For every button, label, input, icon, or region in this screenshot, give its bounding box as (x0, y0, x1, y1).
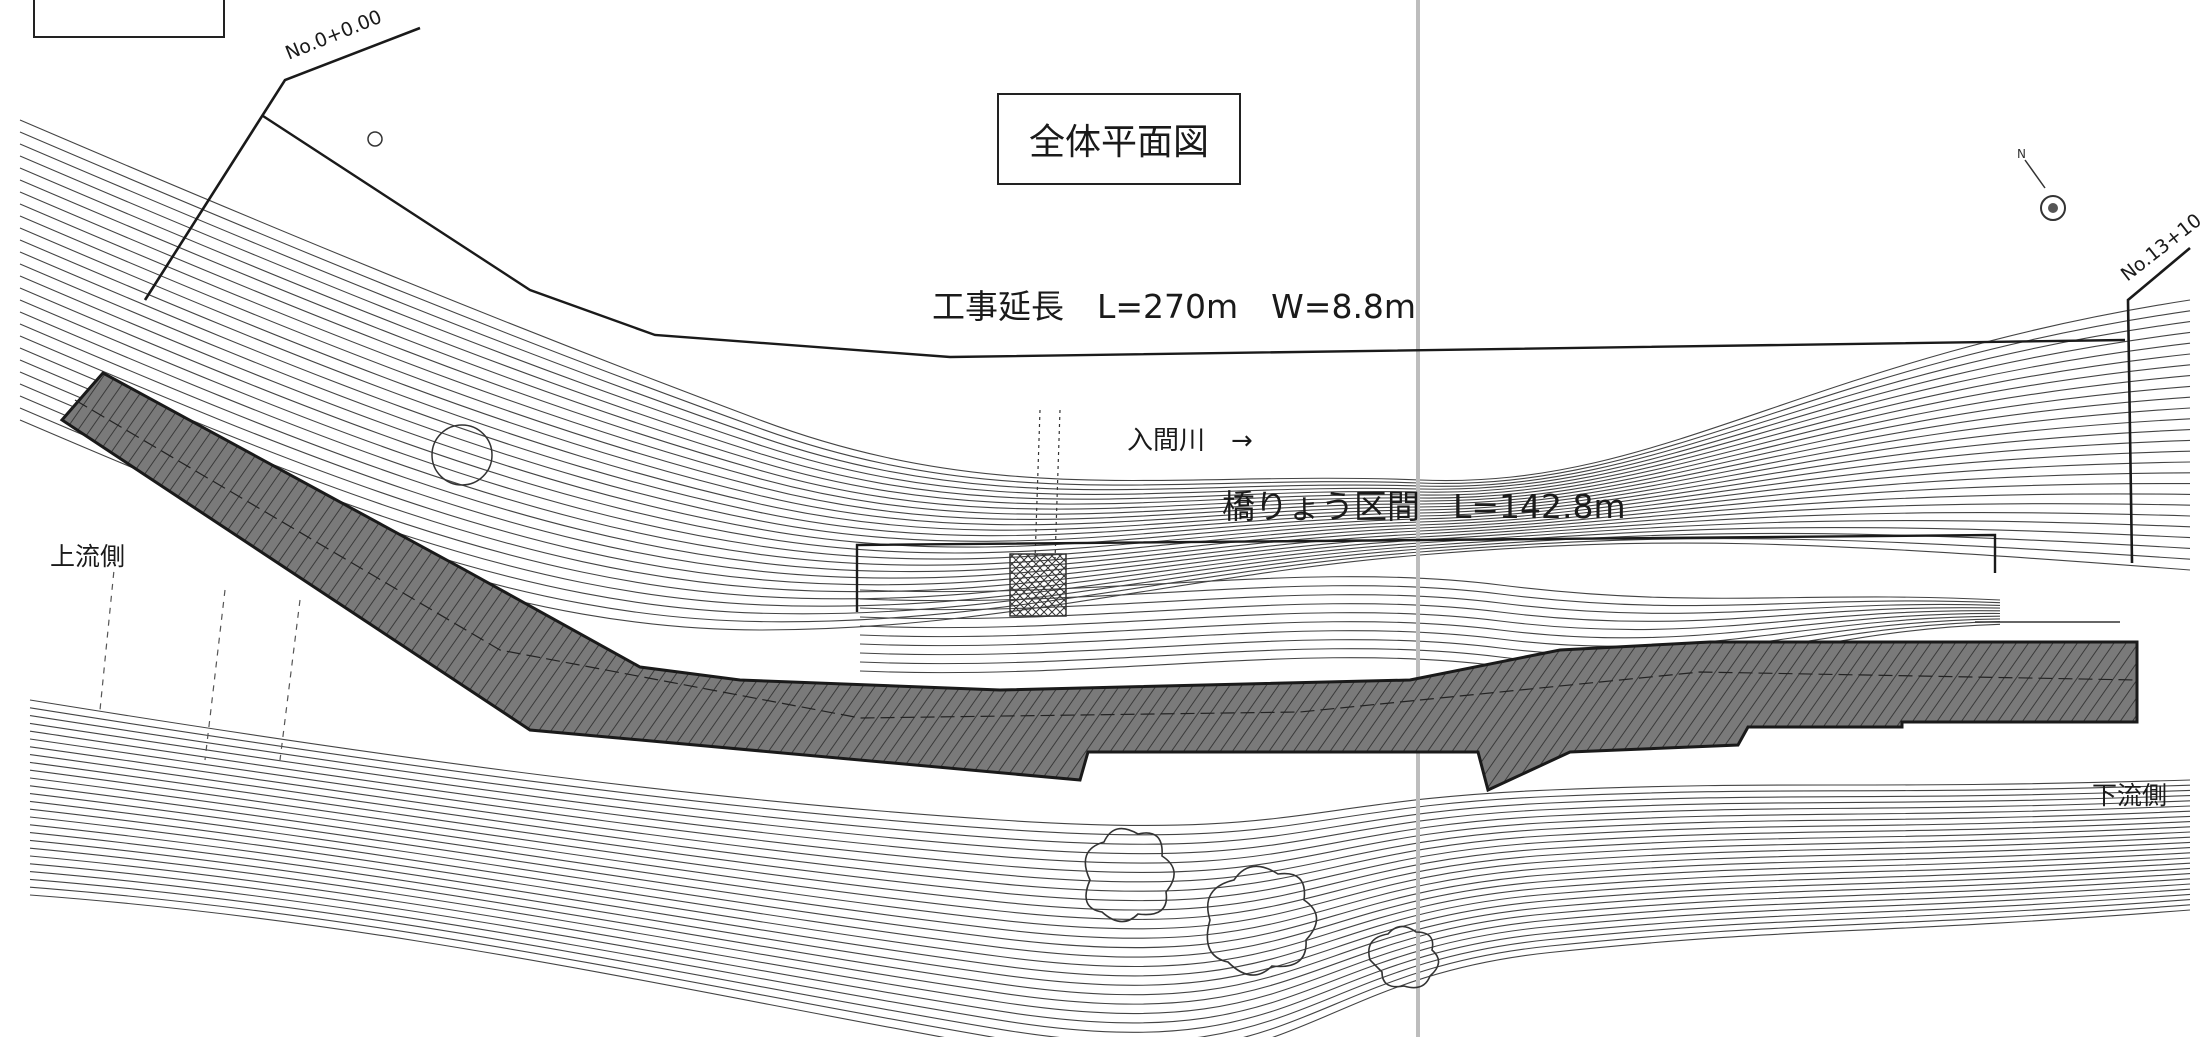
contour-line-upper (19, 179, 2191, 505)
contour-line-lower (29, 871, 2191, 1033)
contour-line-lower (29, 730, 2191, 864)
contour-line-upper (19, 323, 2191, 573)
contour-line-lower (29, 832, 2191, 986)
contour-line-upper (19, 371, 2191, 600)
survey-markers (367, 131, 493, 486)
contour-line-upper (19, 239, 2191, 531)
contour-line-riverbed (859, 610, 2001, 631)
contour-line-riverbed (859, 612, 2001, 639)
abutment-block (1009, 553, 1067, 617)
contour-line-upper (19, 347, 2191, 586)
contour-line-lower (29, 761, 2191, 902)
contour-line-lower (29, 754, 2191, 892)
contour-line-upper (19, 311, 2191, 566)
contour-line-riverbed (859, 618, 2001, 656)
contour-line-upper (19, 299, 2191, 560)
contour-line-upper (19, 335, 2191, 579)
contour-line-lower (29, 863, 2191, 1024)
contour-lines (19, 119, 2191, 1037)
contour-line-riverbed (859, 576, 2001, 601)
contour-line-upper (19, 131, 2191, 486)
contour-line-lower (29, 816, 2191, 968)
contour-line-riverbed (859, 585, 2001, 607)
downstream-label: 下流側 (2092, 781, 2168, 810)
contour-line-upper (19, 251, 2191, 537)
plan-title: 全体平面図 (997, 93, 1241, 185)
contour-line-riverbed (859, 621, 2001, 665)
contour-line-lower (29, 746, 2191, 883)
upstream-label: 上流側 (50, 542, 126, 571)
contour-line-lower (29, 800, 2191, 949)
contour-line-lower (29, 707, 2191, 836)
contour-line-lower (29, 808, 2191, 958)
construction-length-line (262, 114, 2126, 359)
contour-line-upper (19, 227, 2191, 526)
contour-line-lower (29, 769, 2191, 911)
contour-line-riverbed (859, 603, 2001, 622)
contour-line-upper (19, 263, 2191, 542)
contour-line-lower (29, 722, 2191, 855)
contour-line-upper (19, 215, 2191, 520)
plan-title-text: 全体平面図 (1028, 122, 1209, 163)
bridge-section-bracket (855, 533, 1997, 612)
contour-line-riverbed (859, 615, 2001, 647)
contour-line-riverbed (859, 594, 2001, 614)
contour-line-upper (19, 287, 2191, 554)
contour-line-upper (19, 119, 2191, 482)
vegetation-symbols (1084, 827, 1440, 989)
contour-line-upper (19, 191, 2191, 510)
contour-line-lower (29, 699, 2191, 827)
contour-line-lower (29, 715, 2191, 845)
contour-line-lower (29, 839, 2191, 996)
contour-line-upper (19, 155, 2191, 495)
contour-line-lower (29, 824, 2191, 977)
boundary-dashed-lines (99, 559, 301, 761)
existing-drainage (1034, 409, 1061, 561)
contour-line-lower (29, 777, 2191, 920)
contour-line-upper (19, 203, 2191, 515)
contour-line-lower (29, 847, 2191, 1005)
contour-line-lower (29, 738, 2191, 874)
station-end-line (2126, 247, 2191, 564)
sheet-number-frame (33, 0, 225, 38)
contour-line-lower (29, 886, 2191, 1037)
contour-line-upper (19, 143, 2191, 491)
contour-line-lower (29, 855, 2191, 1014)
contour-line-lower (29, 793, 2191, 939)
bridge-section-label: 橋りょう区間 L=142.8m (1222, 487, 1626, 526)
contour-line-upper (19, 167, 2191, 500)
compass-north-icon: N (2017, 147, 2066, 221)
contour-line-lower (29, 878, 2191, 1037)
road-centerline (74, 399, 2138, 719)
svg-text:N: N (2017, 147, 2026, 161)
road-alignment (59, 371, 2139, 793)
contour-line-lower (29, 894, 2191, 1037)
contour-line-upper (19, 359, 2191, 593)
river-name-label: 入間川 → (1127, 426, 1253, 456)
station-start-line (143, 26, 421, 301)
construction-length-label: 工事延長 L=270m W=8.8m (932, 287, 1417, 326)
contour-line-lower (29, 785, 2191, 930)
